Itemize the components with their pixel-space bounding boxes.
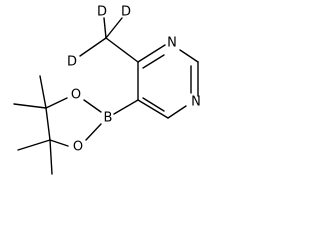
bond-c4-n3-double <box>142 54 165 69</box>
bond-c-d-left <box>79 37 107 57</box>
atom-d-top-left: D <box>97 5 107 20</box>
bond-c4-n3 <box>137 44 166 63</box>
bond-c5-boron <box>113 99 139 115</box>
pinacol-methyl-bonds <box>13 75 53 175</box>
atom-o-lower: O <box>73 140 83 155</box>
bond-c6-c5 <box>137 99 169 119</box>
cd3-group-bonds <box>79 17 139 63</box>
bond-methyl-lower-left <box>17 139 51 151</box>
bond-b-o-upper <box>83 99 102 113</box>
bond-c-c-ring <box>45 107 51 141</box>
bond-c-d-top-left <box>103 17 107 39</box>
bond-b-o-lower <box>85 123 102 141</box>
bond-n1-c6 <box>167 105 187 119</box>
bond-n3-c2 <box>179 49 199 63</box>
atom-d-top-right: D <box>121 5 131 20</box>
dioxaborolane-ring-bonds <box>45 97 102 147</box>
bond-o-lower-c <box>49 139 69 147</box>
bond-methyl-upper-left <box>13 103 47 109</box>
atom-boron: B <box>104 111 113 126</box>
bond-c-d-top-right <box>105 17 123 39</box>
bond-c6-c5-double <box>142 97 165 112</box>
atom-n-ring-top: N <box>167 36 177 51</box>
bond-o-upper-c <box>45 97 68 109</box>
atom-labels: D D D N N B O O <box>67 5 201 155</box>
pyrimidine-ring-bonds <box>137 44 199 119</box>
chemical-structure-diagram: D D D N N B O O <box>13 5 201 175</box>
atom-o-upper: O <box>71 88 81 103</box>
bond-methyl-upper-top <box>39 75 47 109</box>
bond-methyl-lower-bottom <box>49 139 53 175</box>
bond-c-ring <box>105 37 139 63</box>
atom-d-left: D <box>67 55 77 70</box>
atom-n-ring-bottom: N <box>191 95 201 110</box>
